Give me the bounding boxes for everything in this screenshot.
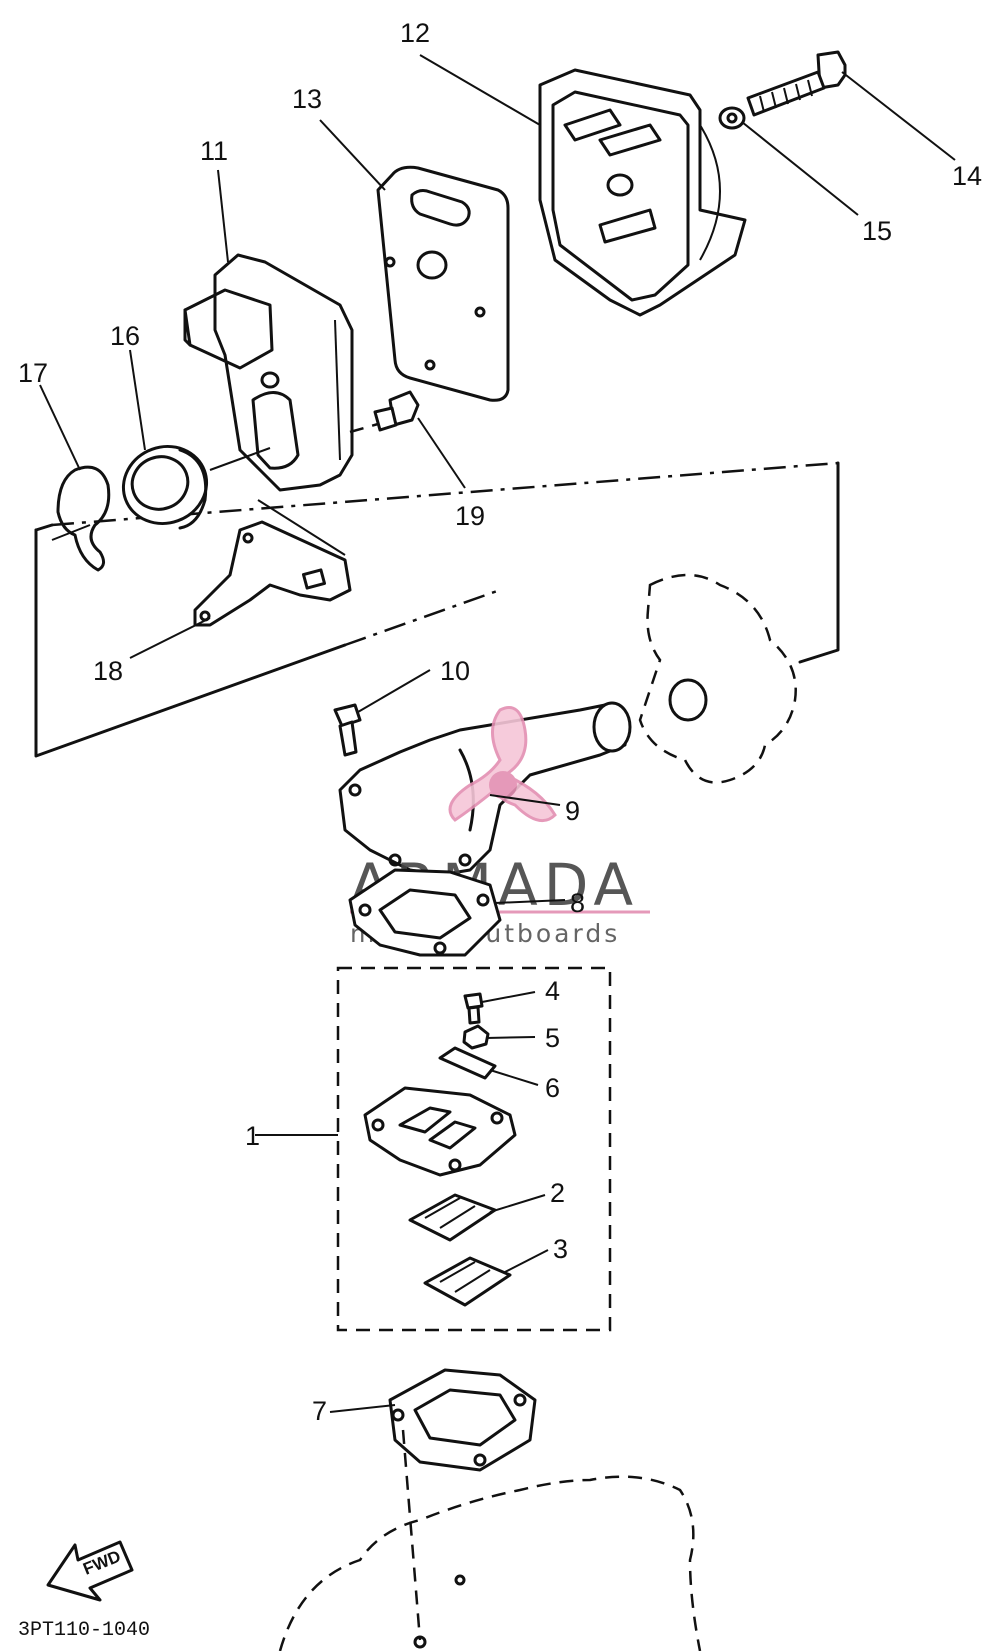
group-boundary-dashed xyxy=(344,588,501,647)
washer-part-15 xyxy=(718,106,746,130)
fwd-arrow-icon: FWD xyxy=(46,1540,134,1602)
callout-13: 13 xyxy=(292,84,322,114)
callout-3: 3 xyxy=(553,1234,568,1264)
reed-part-3 xyxy=(423,1256,512,1307)
callout-14: 14 xyxy=(952,161,982,191)
clip-part-17 xyxy=(51,465,111,572)
callout-9: 9 xyxy=(565,796,580,826)
reed-valve-body xyxy=(363,1086,517,1177)
callout-16: 16 xyxy=(110,321,140,351)
callout-15: 15 xyxy=(862,216,892,246)
callout-11: 11 xyxy=(200,136,228,166)
diagram-code: 3PT110-1040 xyxy=(18,1619,150,1642)
callout-10: 10 xyxy=(440,656,470,686)
screw-part-19 xyxy=(349,390,420,434)
callout-12: 12 xyxy=(400,18,430,48)
silencer-case-part-12 xyxy=(538,68,747,317)
callout-8: 8 xyxy=(570,888,585,918)
filter-element-part-13 xyxy=(376,165,510,402)
screw-part-4 xyxy=(463,992,484,1025)
silencer-cover-part-11 xyxy=(183,253,354,492)
callout-6: 6 xyxy=(545,1073,560,1103)
callout-1: 1 xyxy=(245,1121,260,1151)
plate-part-6 xyxy=(438,1046,497,1080)
bolt-part-14 xyxy=(746,50,847,117)
intake-duct-part-16 xyxy=(121,445,271,530)
stopper-part-5 xyxy=(462,1024,490,1050)
callout-18: 18 xyxy=(93,656,123,686)
gasket-part-7 xyxy=(388,1368,537,1641)
callout-5: 5 xyxy=(545,1023,560,1053)
callout-19: 19 xyxy=(455,501,485,531)
callout-7: 7 xyxy=(312,1396,327,1426)
crankcase-outline xyxy=(638,573,797,784)
bracket-part-18 xyxy=(193,499,352,627)
leader-lines xyxy=(39,54,956,1413)
reed-valve-assembly-box xyxy=(336,966,612,1332)
reed-part-2 xyxy=(408,1193,497,1242)
callout-2: 2 xyxy=(550,1178,565,1208)
gasket-part-8 xyxy=(348,868,502,957)
lower-crankcase-outline xyxy=(278,1475,702,1651)
callout-4: 4 xyxy=(545,976,560,1006)
callout-labels: 12 13 11 14 15 16 17 19 18 10 9 8 4 5 6 … xyxy=(18,18,982,1426)
callout-17: 17 xyxy=(18,358,48,388)
screw-part-10 xyxy=(333,703,362,757)
group-boundary xyxy=(34,528,347,758)
